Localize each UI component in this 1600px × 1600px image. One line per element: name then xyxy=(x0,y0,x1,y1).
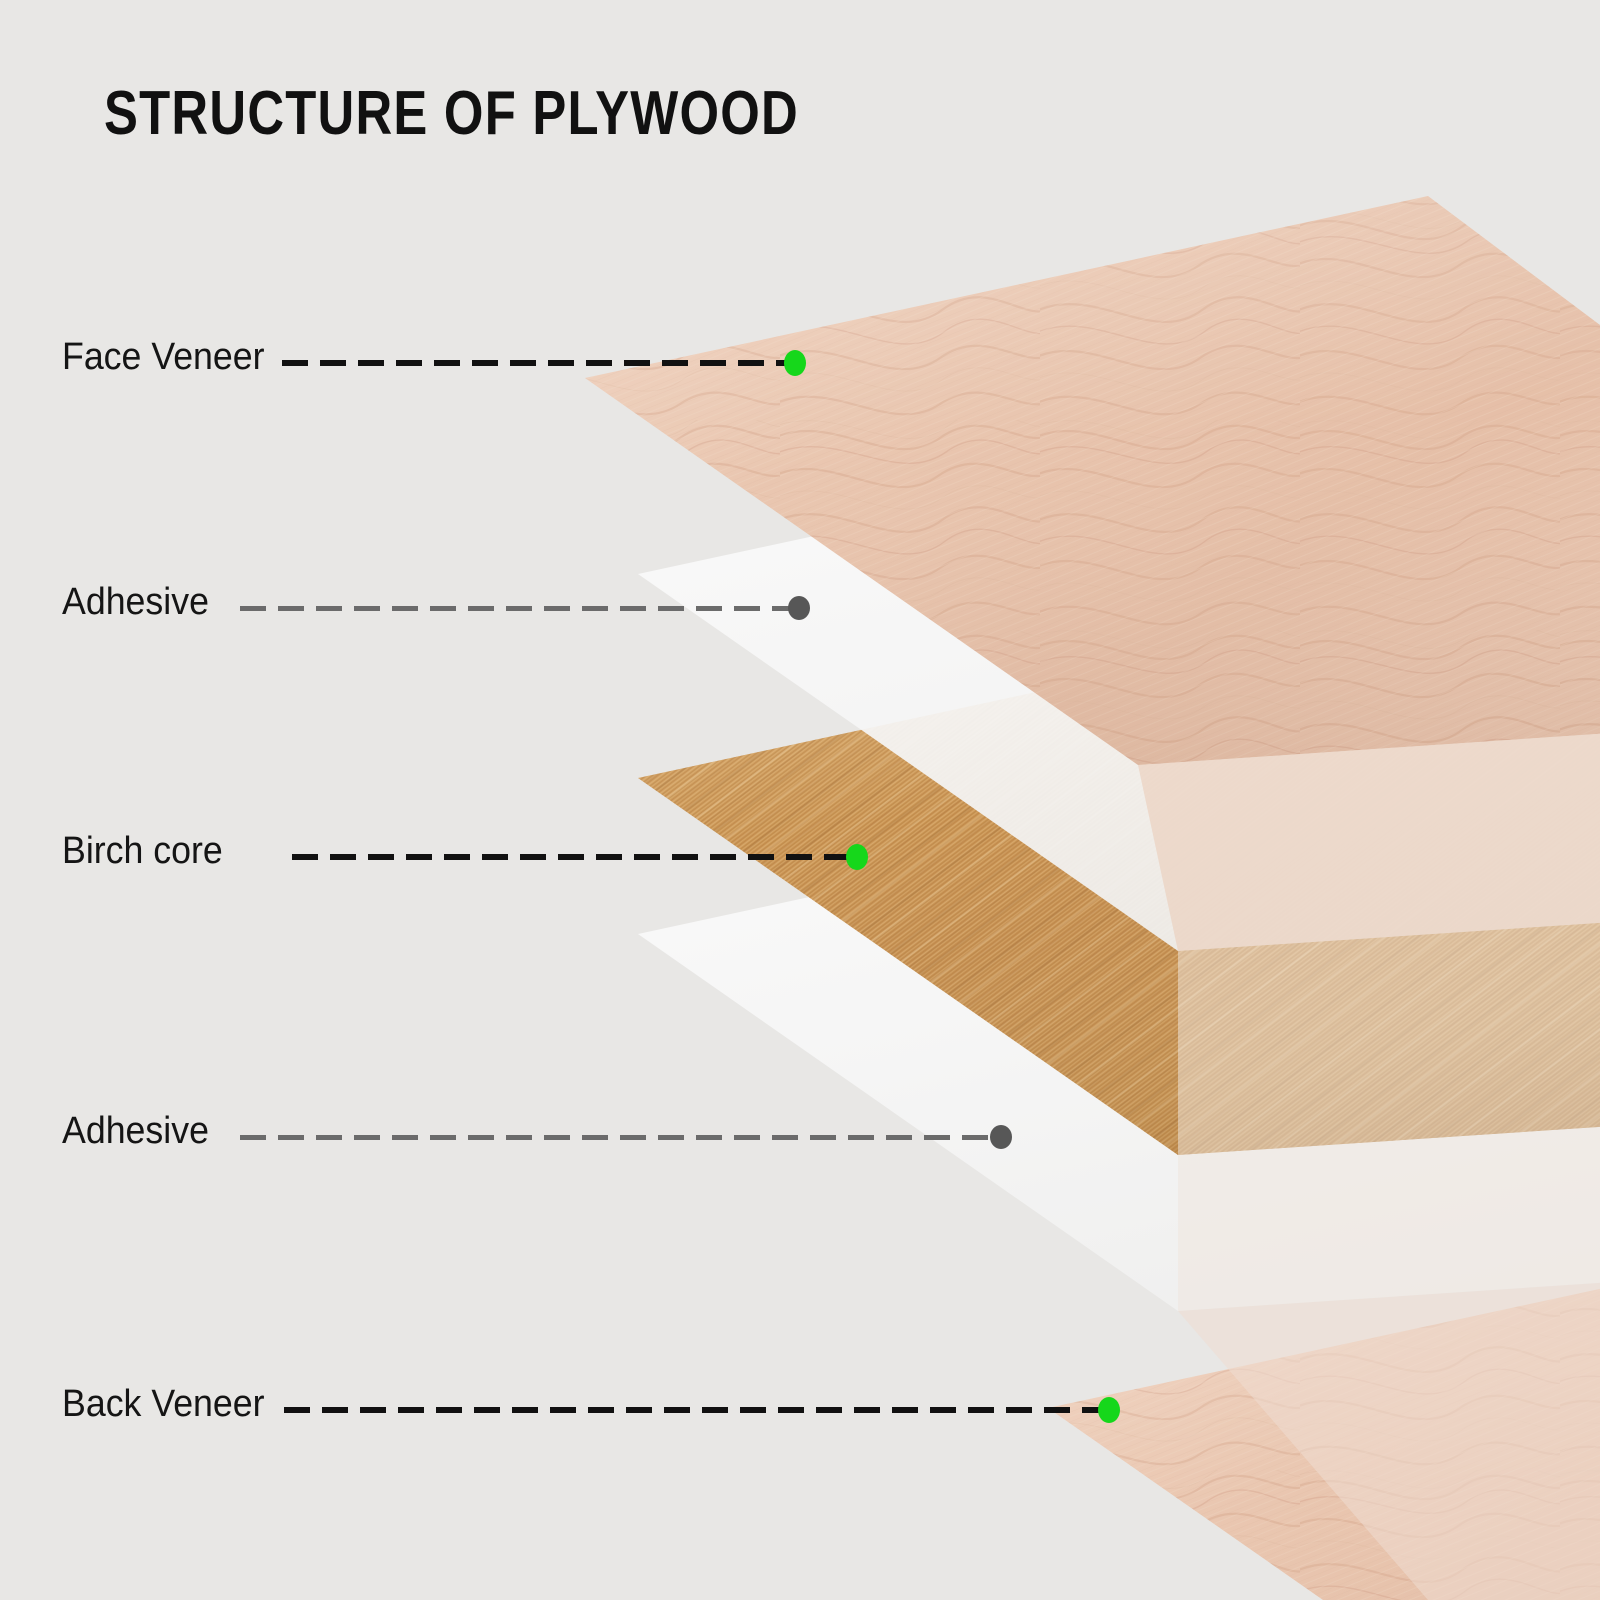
marker-dot-face-veneer xyxy=(784,350,806,376)
leader-line-adhesive-bottom xyxy=(240,1135,996,1140)
adhesive-top-translucent-overlap xyxy=(1178,922,1600,1155)
callout-label-back-veneer: Back Veneer xyxy=(62,1383,265,1425)
face-veneer-translucent-overlap xyxy=(1138,733,1600,951)
callout-label-birch-core: Birch core xyxy=(62,830,223,872)
marker-dot-adhesive-bottom xyxy=(990,1125,1012,1149)
marker-dot-birch-core xyxy=(846,844,868,870)
leader-line-birch-core xyxy=(292,854,852,860)
adhesive-bottom-translucent-overlap xyxy=(1178,1282,1600,1600)
callout-label-adhesive-bottom: Adhesive xyxy=(62,1110,209,1152)
leader-line-adhesive-top xyxy=(240,606,796,611)
marker-dot-back-veneer xyxy=(1098,1397,1120,1423)
birch-core-translucent-overlap xyxy=(1178,1126,1600,1311)
callout-label-face-veneer: Face Veneer xyxy=(62,336,265,378)
leader-line-back-veneer xyxy=(284,1407,1102,1413)
page-title: STRUCTURE OF PLYWOOD xyxy=(104,79,799,148)
marker-dot-adhesive-top xyxy=(788,596,810,620)
leader-line-face-veneer xyxy=(282,360,790,366)
callout-label-adhesive-top: Adhesive xyxy=(62,581,209,623)
face-veneer-panel xyxy=(585,196,1600,765)
